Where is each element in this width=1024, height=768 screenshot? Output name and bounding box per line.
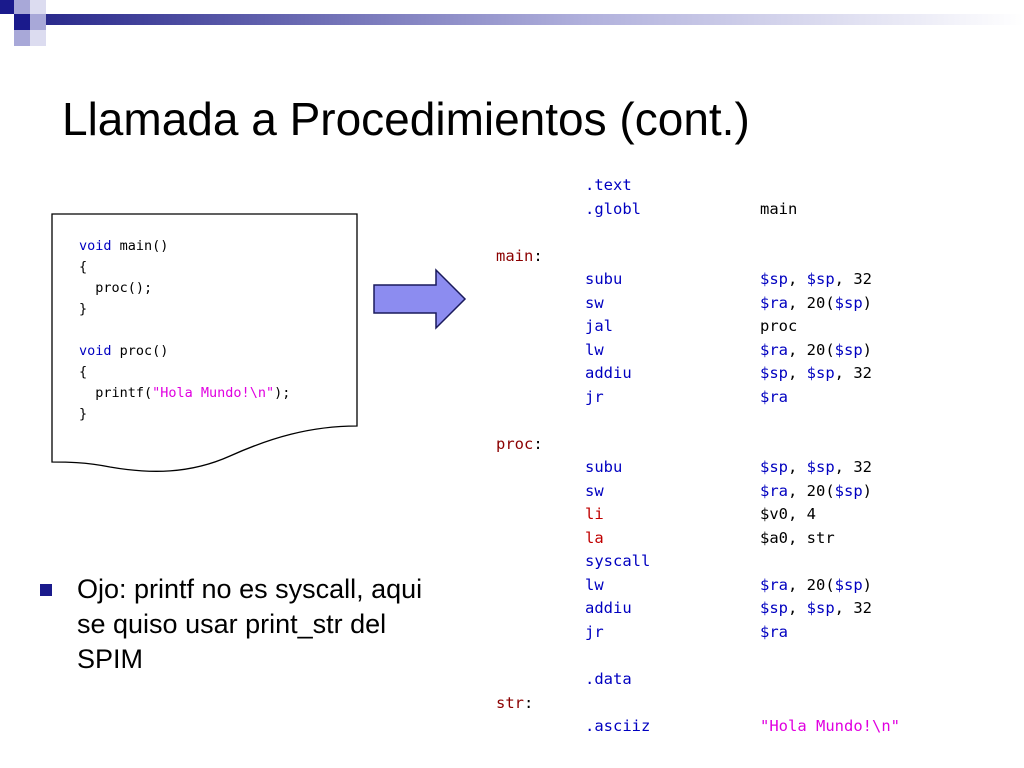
asm-operands: $ra, 20($sp) [760,576,873,594]
asm-operands: $ra [760,623,788,641]
asm-directive: .globl [585,200,641,218]
keyword-void: void [79,343,112,359]
asm-operands: $sp, $sp, 32 [760,364,872,382]
slide-title: Llamada a Procedimientos (cont.) [62,93,750,145]
code-line: } [79,301,88,317]
code-line: proc(); [79,280,153,296]
asm-instruction: lw [585,576,604,594]
asm-operands: $ra, 20($sp) [760,341,873,359]
code-line: } [79,406,88,422]
code-line: ); [274,385,291,401]
asm-instruction: jr [585,388,604,406]
asm-label: proc: [496,435,543,453]
bullet-text: Ojo: printf no es syscall, aqui se quiso… [77,574,423,674]
header-decoration [0,0,1024,46]
asm-directive: .text [585,176,632,194]
asm-instruction: sw [585,482,604,500]
string-literal: "Hola Mundo!\n" [152,385,275,401]
asm-directive: .asciiz [585,717,651,735]
asm-instruction: jr [585,623,604,641]
code-line: { [79,259,88,275]
code-line: printf( [79,385,153,401]
asm-directive: .data [585,670,632,688]
asm-string: "Hola Mundo!\n" [760,717,900,735]
asm-operands: $a0, str [760,529,835,547]
asm-operands: $sp, $sp, 32 [760,270,872,288]
right-arrow-icon [373,268,467,330]
asm-instruction: lw [585,341,604,359]
code-line: { [79,364,88,380]
asm-operands: proc [760,317,798,335]
asm-operands: $sp, $sp, 32 [760,458,872,476]
asm-operands: $ra, 20($sp) [760,294,873,312]
asm-operands: $sp, $sp, 32 [760,599,872,617]
asm-instruction: syscall [585,552,651,570]
code-line: proc() [111,343,169,359]
asm-instruction: subu [585,458,623,476]
asm-operands: $ra, 20($sp) [760,482,873,500]
asm-label: str: [496,694,534,712]
asm-instruction: li [585,505,604,523]
keyword-void: void [79,238,112,254]
asm-instruction: addiu [585,364,632,382]
asm-instruction: la [585,529,604,547]
bullet-square-icon [40,584,52,596]
asm-operands: main [760,200,798,218]
asm-label: main: [496,247,543,265]
asm-operands: $ra [760,388,788,406]
c-source-code: void main() { proc(); } void proc() { pr… [79,236,290,425]
document-shape [51,213,358,472]
asm-instruction: subu [585,270,623,288]
asm-instruction: sw [585,294,604,312]
asm-instruction: jal [585,317,613,335]
code-line: main() [111,238,169,254]
asm-instruction: addiu [585,599,632,617]
asm-operands: $v0, 4 [760,505,816,523]
